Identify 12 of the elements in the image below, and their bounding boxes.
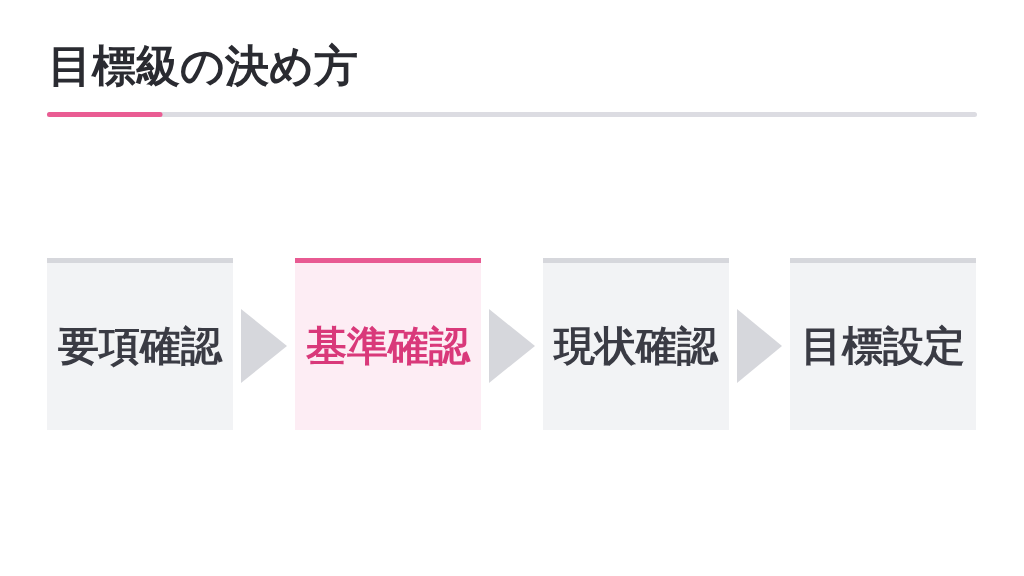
chevron-arrow: [489, 309, 535, 383]
step-label: 現状確認: [554, 323, 718, 370]
step-box: [790, 258, 976, 430]
chevron-arrow: [241, 309, 287, 383]
step-label: 要項確認: [58, 323, 222, 370]
current-step-box: [295, 258, 481, 430]
step-box: [47, 258, 233, 430]
chevron-arrow: [737, 309, 782, 383]
slide-title: 目標級の決め方: [48, 40, 358, 93]
step-label: 目標設定: [801, 323, 965, 370]
step-label: 基準確認: [306, 323, 470, 370]
step-box: [543, 258, 729, 430]
